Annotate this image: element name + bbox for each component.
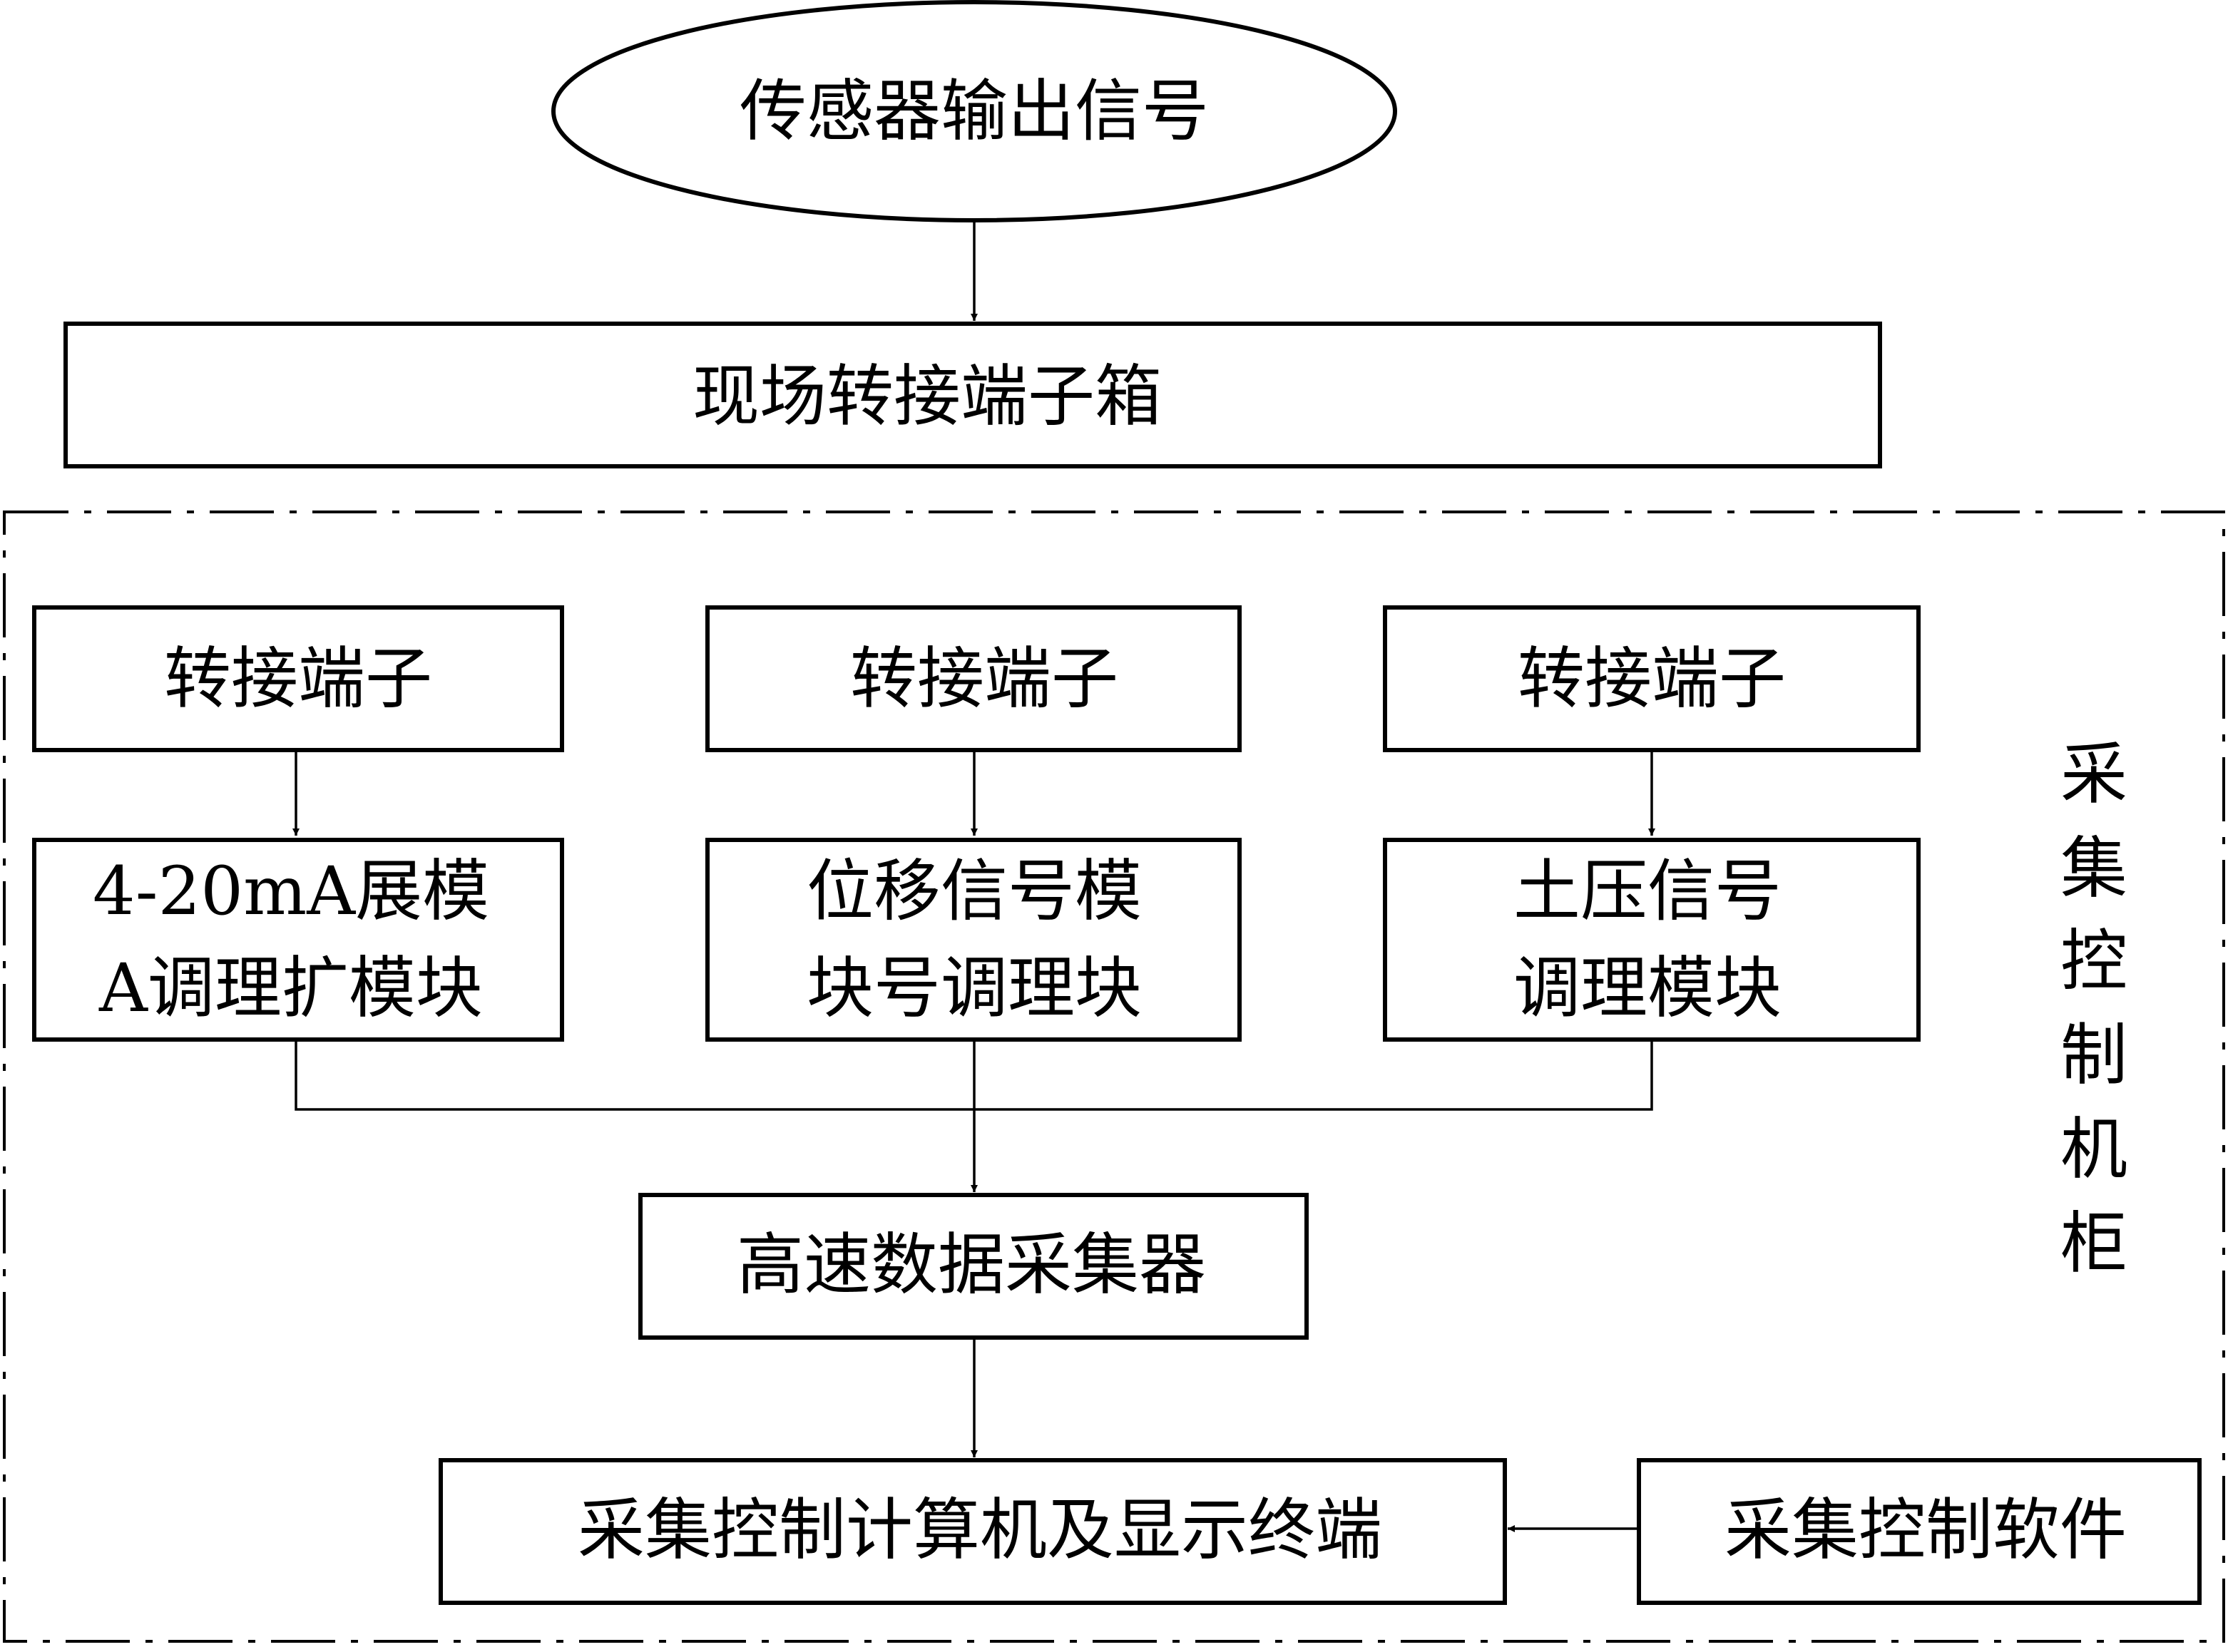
daq-label: 高速数据采集器 <box>737 1226 1206 1304</box>
terminal-label-1: 转接端子 <box>164 640 432 718</box>
cabinet-label-char: 柜 <box>2060 1205 2127 1283</box>
terminal-label-3: 转接端子 <box>1518 640 1786 718</box>
cabinet-label: 采 集 控 制 机 柜 <box>2060 736 2127 1283</box>
module-1-line1: 4-20mA展模 <box>93 853 489 930</box>
cabinet-label-char: 采 <box>2060 736 2127 814</box>
terminal-node-2: 转接端子 <box>705 605 1242 752</box>
cabinet-label-char: 制 <box>2060 1017 2127 1094</box>
terminal-label-2: 转接端子 <box>850 640 1118 718</box>
sensor-output-label: 传感器输出信号 <box>740 73 1209 150</box>
module-node-2: 位移信号模 块号调理块 <box>705 838 1242 1042</box>
software-label: 采集控制软件 <box>1724 1492 2127 1569</box>
connectors <box>292 221 1655 1532</box>
cabinet-boundary <box>3 511 2225 1643</box>
module-2-line2: 块号调理块 <box>807 950 1142 1027</box>
sensor-output-node: 传感器输出信号 <box>551 0 1397 222</box>
module-3-line2: 调理模块 <box>1513 950 1782 1027</box>
terminal-node-1: 转接端子 <box>32 605 564 752</box>
cabinet-label-char: 机 <box>2060 1111 2127 1189</box>
computer-label: 采集控制计算机及显示终端 <box>578 1492 1382 1569</box>
module-node-3: 土压信号 调理模块 <box>1383 838 1921 1042</box>
module-3-line1: 土压信号 <box>1513 853 1782 930</box>
junction-box-label: 现场转接端子箱 <box>693 358 1162 436</box>
module-2-line1: 位移信号模 <box>807 853 1142 930</box>
module-node-1: 4-20mA展模 A调理扩模块 <box>32 838 564 1042</box>
computer-node: 采集控制计算机及显示终端 <box>439 1458 1507 1605</box>
cabinet-label-char: 控 <box>2060 923 2127 1000</box>
cabinet-label-char: 集 <box>2060 830 2127 908</box>
terminal-node-3: 转接端子 <box>1383 605 1921 752</box>
software-node: 采集控制软件 <box>1637 1458 2202 1605</box>
junction-box-node: 现场转接端子箱 <box>63 322 1882 468</box>
daq-node: 高速数据采集器 <box>638 1193 1309 1340</box>
module-1-line2: A调理扩模块 <box>98 950 483 1027</box>
